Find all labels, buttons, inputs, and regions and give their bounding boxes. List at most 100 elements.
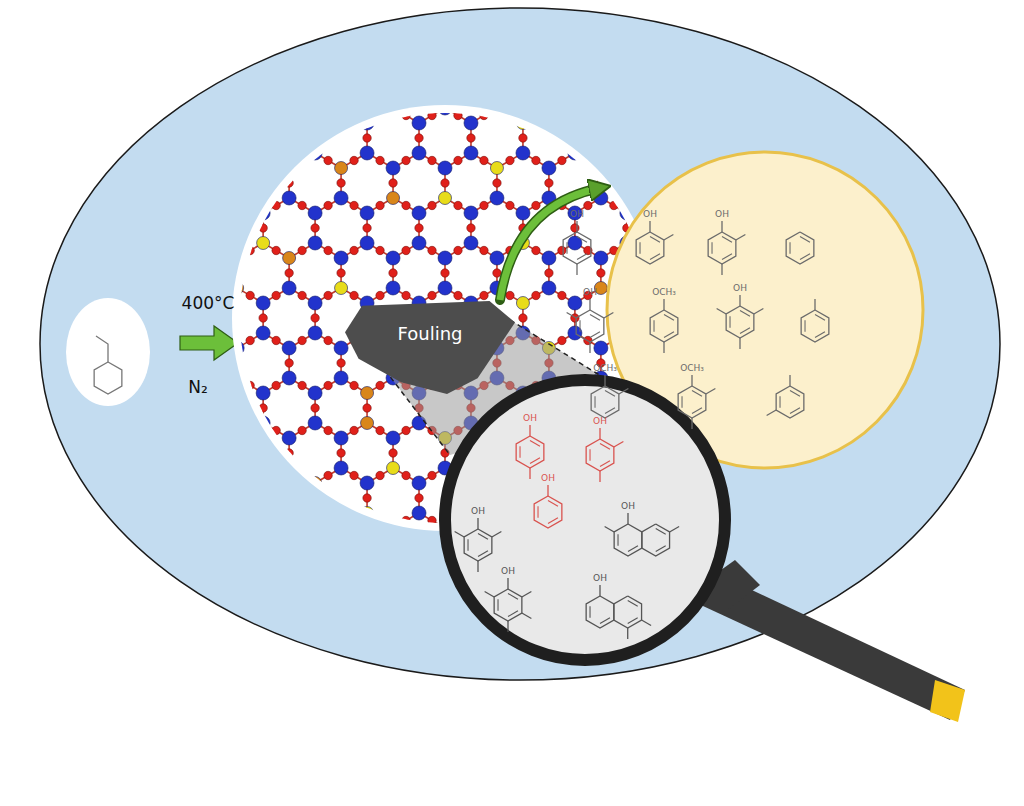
- benzene-ring: [591, 386, 619, 418]
- oxygen-atom: [233, 359, 241, 367]
- tetrahedral-atom: [360, 206, 374, 220]
- substituent-bond: [627, 628, 628, 639]
- tetrahedral-atom: [282, 431, 296, 445]
- substituent-bond: [739, 338, 740, 349]
- oxygen-atom: [506, 111, 514, 119]
- substituent-bond: [507, 578, 508, 589]
- oxygen-atom: [402, 111, 410, 119]
- substituent-bond: [547, 485, 548, 496]
- group-label: OH: [570, 210, 584, 219]
- tetrahedral-atom: [334, 341, 348, 355]
- oxygen-atom: [246, 291, 254, 299]
- curved-arrow-outline: [500, 188, 600, 300]
- tetrahedral-atom: [230, 341, 244, 355]
- benzene-ring: [801, 310, 829, 342]
- oxygen-atom: [584, 156, 592, 164]
- group-label: OH: [523, 414, 537, 423]
- oxygen-atom: [298, 246, 306, 254]
- double-bond: [589, 606, 590, 618]
- substituent-bond: [663, 299, 664, 310]
- substituent-bond: [736, 235, 746, 241]
- double-bond: [600, 443, 610, 449]
- double-bond: [478, 551, 488, 557]
- framework-bond: [367, 513, 393, 528]
- oxygen-atom: [298, 471, 306, 479]
- double-bond: [566, 242, 567, 254]
- double-bond: [579, 320, 580, 332]
- oxygen-atom: [298, 381, 306, 389]
- oxygen-atom: [376, 381, 384, 389]
- oxygen-atom: [454, 156, 462, 164]
- group-label: OH: [593, 417, 607, 426]
- substituent-bond: [529, 425, 530, 436]
- substituent-bond: [485, 592, 495, 598]
- substituent-bond: [789, 375, 790, 386]
- oxygen-atom: [246, 246, 254, 254]
- double-bond: [605, 390, 615, 396]
- substituent-bond: [717, 309, 727, 315]
- tetrahedral-atom: [308, 326, 322, 340]
- group-label: OH: [583, 288, 597, 297]
- tetrahedral-atom: [282, 371, 296, 385]
- benzene-ring: [516, 436, 544, 468]
- group-label: OCH₃: [593, 364, 617, 373]
- substituent-bond: [567, 313, 577, 319]
- node-text: Fouling: [398, 323, 463, 344]
- tetrahedral-atom: [438, 101, 452, 115]
- substituent-bond: [721, 221, 722, 232]
- double-bond: [656, 528, 666, 534]
- oxygen-atom: [337, 359, 345, 367]
- oxygen-atom: [311, 404, 319, 412]
- tetrahedral-atom: [386, 431, 400, 445]
- oxygen-atom: [350, 156, 358, 164]
- tetrahedral-atom: [412, 506, 426, 520]
- tetrahedral-atom: [257, 237, 270, 250]
- tetrahedral-atom: [256, 326, 270, 340]
- tetrahedral-atom: [464, 206, 478, 220]
- substituent-bond: [614, 442, 624, 448]
- oxygen-atom: [558, 336, 566, 344]
- oxygen-atom: [480, 201, 488, 209]
- oxygen-atom: [428, 291, 436, 299]
- substituent-bond: [522, 613, 532, 619]
- tetrahedral-atom: [361, 417, 374, 430]
- oxygen-atom: [350, 246, 358, 254]
- tetrahedral-atom: [360, 476, 374, 490]
- oxygen-atom: [272, 201, 280, 209]
- tetrahedral-atom: [256, 206, 270, 220]
- oxygen-atom: [610, 201, 618, 209]
- tetrahedral-atom: [594, 341, 608, 355]
- oxygen-atom: [233, 269, 241, 277]
- double-bond: [548, 500, 558, 506]
- substituent-bond: [691, 418, 692, 429]
- double-bond: [722, 254, 732, 260]
- tetrahedral-atom: [386, 161, 400, 175]
- substituent-bond: [576, 264, 577, 275]
- substituent-bond: [605, 527, 615, 533]
- double-bond: [815, 314, 825, 320]
- double-bond: [600, 618, 610, 624]
- benzene-ring: [614, 596, 642, 628]
- oxygen-atom: [493, 269, 501, 277]
- benzene-ring: [534, 496, 562, 528]
- oxygen-atom: [376, 246, 384, 254]
- oxygen-atom: [376, 516, 384, 524]
- tetrahedral-atom: [464, 236, 478, 250]
- double-bond: [590, 314, 600, 320]
- benzene-ring: [563, 232, 591, 264]
- double-bond: [664, 314, 674, 320]
- tetrahedral-atom: [334, 191, 348, 205]
- tetrahedral-atom: [283, 252, 296, 265]
- oxygen-atom: [454, 201, 462, 209]
- oxygen-atom: [402, 246, 410, 254]
- double-bond: [478, 533, 488, 539]
- oxygen-atom: [350, 426, 358, 434]
- benzene-ring: [614, 524, 642, 556]
- oxygen-atom: [324, 381, 332, 389]
- tetrahedral-atom: [335, 162, 348, 175]
- group-label: OCH₃: [652, 288, 676, 297]
- double-bond: [605, 408, 615, 414]
- double-bond: [617, 534, 618, 546]
- oxygen-atom: [454, 246, 462, 254]
- oxygen-atom: [324, 336, 332, 344]
